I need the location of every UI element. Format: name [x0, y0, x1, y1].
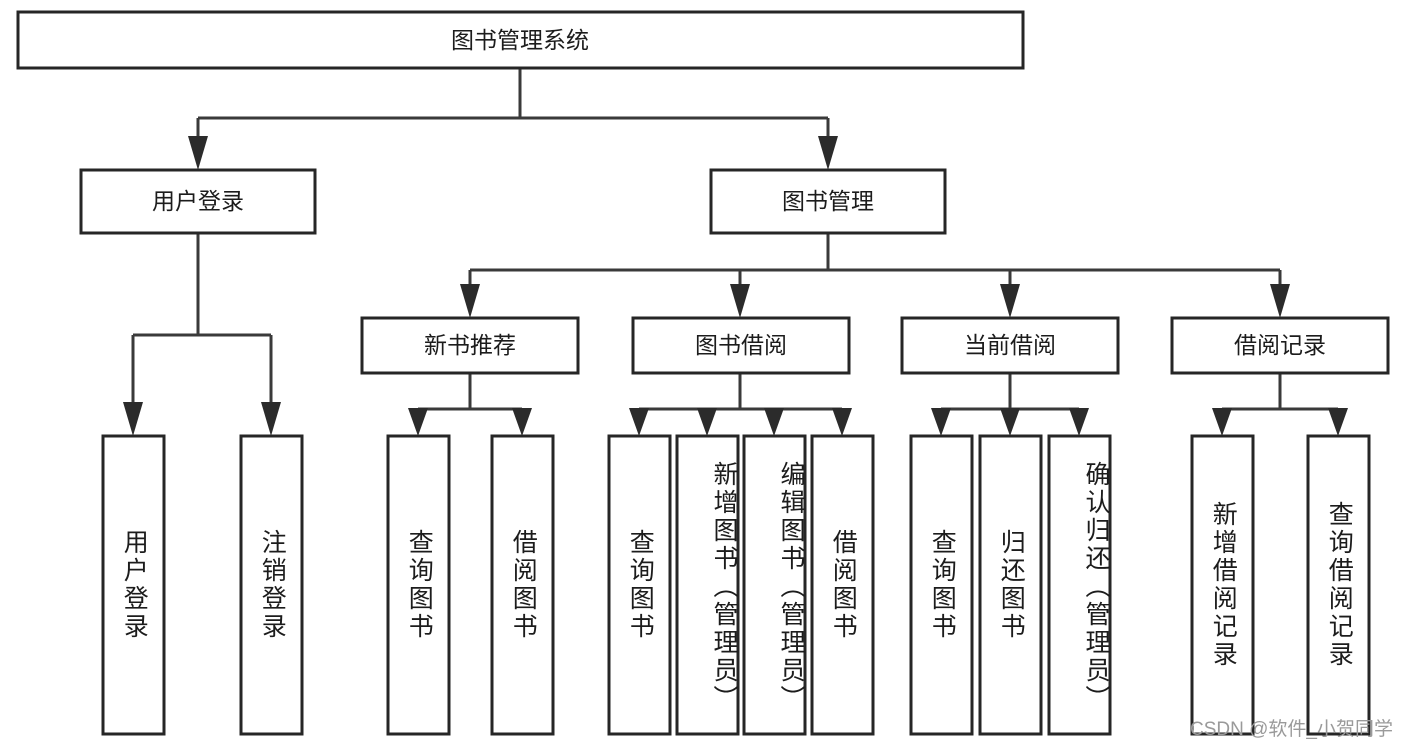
node-leaf-8-label-wrap: 借阅图书: [829, 529, 858, 641]
node-leaf-1-label: 用户登录: [120, 529, 149, 641]
edge-group-userlogin-to-leaves: [123, 233, 281, 436]
node-book-manage-label: 图书管理: [782, 188, 874, 214]
node-borrow-record-label: 借阅记录: [1234, 332, 1326, 358]
node-leaf-8-label: 借阅图书: [829, 529, 858, 641]
node-book-borrow[interactable]: 图书借阅: [631, 316, 851, 375]
node-user-login-label: 用户登录: [152, 188, 244, 214]
node-leaf-12-label: 新增借阅记录: [1209, 501, 1238, 669]
node-root[interactable]: 图书管理系统: [16, 10, 1025, 70]
arrow-to-leaf-4-icon: [512, 408, 532, 436]
node-leaf-3-label-wrap: 查询图书: [405, 529, 434, 641]
arrow-to-leaf-2-icon: [261, 402, 281, 436]
node-leaf-5-label: 查询图书: [626, 529, 655, 641]
node-leaf-10-box[interactable]: [978, 434, 1043, 736]
arrow-to-leaf-3-icon: [408, 408, 428, 436]
arrow-to-new-book-rec-icon: [460, 284, 480, 318]
arrow-to-leaf-9-icon: [931, 408, 951, 436]
edge-group-root-to-level2: [188, 68, 838, 170]
node-leaf-8-box[interactable]: [810, 434, 875, 736]
node-leaf-6-box[interactable]: [675, 434, 740, 736]
node-current-borrow-box[interactable]: [900, 316, 1120, 375]
arrow-to-leaf-10-icon: [1000, 408, 1020, 436]
arrow-to-leaf-7-icon: [764, 408, 784, 436]
node-book-manage[interactable]: 图书管理: [709, 168, 947, 235]
arrow-to-current-borrow-icon: [1000, 284, 1020, 318]
node-leaf-5-box[interactable]: [607, 434, 672, 736]
node-user-login[interactable]: 用户登录: [79, 168, 317, 235]
node-root-box[interactable]: [16, 10, 1025, 70]
node-leaf-1-box[interactable]: [101, 434, 166, 736]
edge-group-currentborrow-to-leaves: [931, 373, 1089, 436]
arrow-to-leaf-1-icon: [123, 402, 143, 436]
node-leaf-12-label-wrap: 新增借阅记录: [1209, 501, 1238, 669]
node-leaf-5-label-wrap: 查询图书: [626, 529, 655, 641]
node-leaf-9-label: 查询图书: [928, 529, 957, 641]
node-leaf-10-label: 归还图书: [997, 529, 1026, 641]
edge-group-bookborrow-to-leaves: [629, 373, 852, 436]
edge-group-bookmanage-to-level3: [460, 233, 1290, 318]
node-current-borrow-label: 当前借阅: [964, 332, 1056, 358]
arrow-to-leaf-6-icon: [697, 408, 717, 436]
leaf-boxes: [101, 434, 1371, 736]
csdn-watermark: CSDN @软件_小贺同学: [1190, 719, 1393, 740]
arrow-to-book-borrow-icon: [730, 284, 750, 318]
node-leaf-9-box[interactable]: [909, 434, 974, 736]
node-current-borrow[interactable]: 当前借阅: [900, 316, 1120, 375]
node-new-book-rec[interactable]: 新书推荐: [360, 316, 580, 375]
node-leaf-9-label-wrap: 查询图书: [928, 529, 957, 641]
node-leaf-7-label: 编辑图书（管理员）: [777, 461, 805, 713]
node-leaf-11-label-wrap: 确认归还（管理员）: [1082, 461, 1110, 713]
node-new-book-rec-box[interactable]: [360, 316, 580, 375]
node-leaf-10-label-wrap: 归还图书: [997, 529, 1026, 641]
node-leaf-1-label-wrap: 用户登录: [120, 529, 149, 641]
arrow-to-leaf-13-icon: [1328, 408, 1348, 436]
node-leaf-4-label-wrap: 借阅图书: [509, 529, 538, 641]
node-borrow-record-box[interactable]: [1170, 316, 1390, 375]
node-leaf-3-label: 查询图书: [405, 529, 434, 641]
node-book-borrow-box[interactable]: [631, 316, 851, 375]
node-leaf-4-label: 借阅图书: [509, 529, 538, 641]
node-leaf-2-label-wrap: 注销登录: [258, 529, 287, 641]
node-leaf-13-label-wrap: 查询借阅记录: [1325, 501, 1354, 669]
leaf-labels: 用户登录 注销登录 查询图书 借阅图书 查询图书 新增图书（管理员） 编辑图书（…: [120, 461, 1354, 713]
node-book-borrow-label: 图书借阅: [695, 332, 787, 358]
node-root-label: 图书管理系统: [451, 27, 589, 53]
arrow-to-leaf-11-icon: [1069, 408, 1089, 436]
node-leaf-7-label-wrap: 编辑图书（管理员）: [777, 461, 805, 713]
node-leaf-13-box[interactable]: [1306, 434, 1371, 736]
arrow-to-borrow-record-icon: [1270, 284, 1290, 318]
node-leaf-2-label: 注销登录: [258, 529, 287, 641]
node-leaf-11-box[interactable]: [1047, 434, 1112, 736]
node-leaf-13-label: 查询借阅记录: [1325, 501, 1354, 669]
node-user-login-box[interactable]: [79, 168, 317, 235]
node-leaf-11-label: 确认归还（管理员）: [1082, 461, 1110, 713]
arrow-to-book-manage-icon: [818, 136, 838, 170]
node-new-book-rec-label: 新书推荐: [424, 332, 516, 358]
edge-group-borrowrecord-to-leaves: [1212, 373, 1348, 436]
node-borrow-record[interactable]: 借阅记录: [1170, 316, 1390, 375]
arrow-to-leaf-12-icon: [1212, 408, 1232, 436]
node-leaf-3-box[interactable]: [386, 434, 451, 736]
node-leaf-6-label: 新增图书（管理员）: [710, 461, 738, 713]
node-leaf-7-box[interactable]: [742, 434, 807, 736]
edge-group-newbookrec-to-leaves: [408, 373, 532, 436]
node-leaf-6-label-wrap: 新增图书（管理员）: [710, 461, 738, 713]
node-leaf-4-box[interactable]: [490, 434, 555, 736]
node-leaf-2-box[interactable]: [239, 434, 304, 736]
node-leaf-12-box[interactable]: [1190, 434, 1255, 736]
arrow-to-user-login-icon: [188, 136, 208, 170]
arrow-to-leaf-8-icon: [832, 408, 852, 436]
arrow-to-leaf-5-icon: [629, 408, 649, 436]
node-book-manage-box[interactable]: [709, 168, 947, 235]
